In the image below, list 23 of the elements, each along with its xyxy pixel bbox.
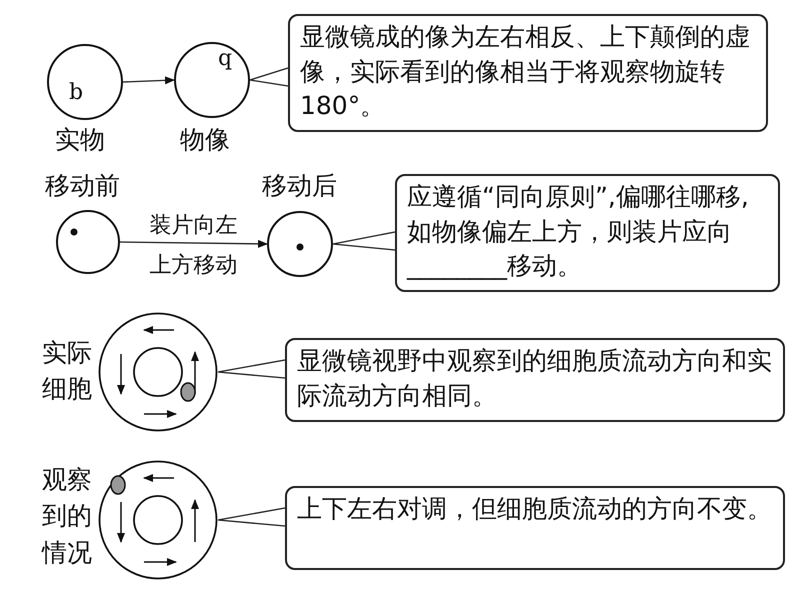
field-circle [267,211,333,277]
specimen-circle [47,44,123,120]
caption-label: 实物 [55,124,105,156]
image-circle [174,42,250,118]
edge-label: 装片向左上方移动 [148,212,238,280]
callout-pointer [217,359,286,379]
caption-label: 移动前 [45,170,120,202]
arrow [120,240,268,248]
callout-pointer [217,507,286,527]
callout-box: 显微镜成的像为左右相反、上下颠倒的虚像，实际看到的像相当于将观察物旋转180°。 [288,14,768,132]
caption-label: 物像 [180,124,230,156]
callout-pointer [332,231,396,251]
callout-box: 显微镜视野中观察到的细胞质流动方向和实际流动方向相同。 [285,338,785,422]
letter-label: b [69,80,84,105]
field-circle [56,210,120,274]
caption-label: 观察到的情况 [42,464,93,568]
letter-label: q [218,46,232,71]
callout-box: 应遵循“同向原则”,偏哪往哪移,如物像偏左上方，则装片应向________移动。 [395,174,780,292]
arrow [122,76,175,84]
callout-box: 上下左右对调，但细胞质流动的方向不变。 [285,486,785,570]
callout-pointer [249,67,289,87]
caption-label: 实际细胞 [42,337,93,406]
caption-label: 移动后 [262,170,337,202]
